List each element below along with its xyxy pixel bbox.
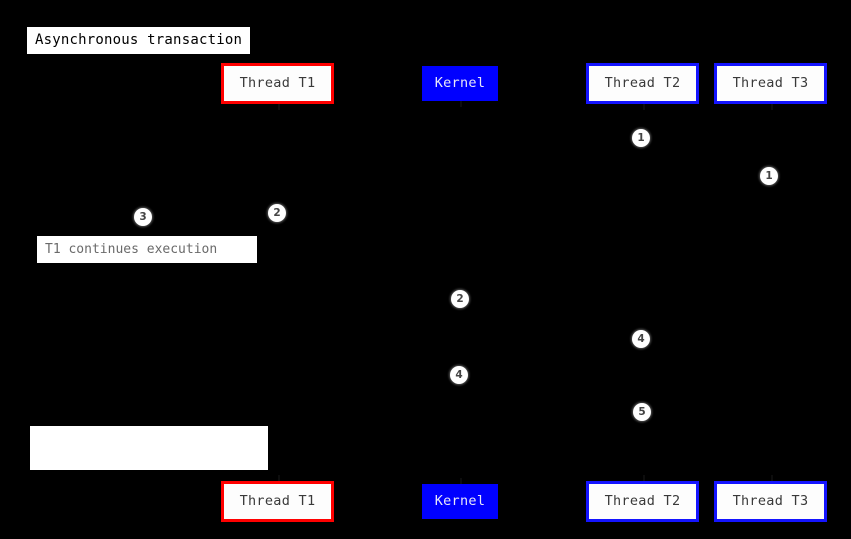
lifeline-stub — [460, 478, 462, 484]
step-badge-4: 4 — [450, 366, 468, 384]
note-box-label: T1 continues execution — [37, 236, 257, 263]
lifeline-footer-thread-t2[interactable]: Thread T2 — [586, 481, 699, 522]
lifeline-header-kernel[interactable]: Kernel — [422, 66, 498, 101]
lifeline-stub — [278, 104, 280, 110]
lifeline-stub — [771, 104, 773, 110]
step-badge-4: 4 — [632, 330, 650, 348]
lifeline-stub — [771, 475, 773, 481]
lifeline-footer-thread-t1[interactable]: Thread T1 — [221, 481, 334, 522]
lifeline-stub — [643, 104, 645, 110]
lifeline-stub — [460, 101, 462, 107]
lifeline-header-thread-t1[interactable]: Thread T1 — [221, 63, 334, 104]
lifeline-header-thread-t2[interactable]: Thread T2 — [586, 63, 699, 104]
note-box-blank — [30, 426, 268, 470]
lifeline-stub — [643, 475, 645, 481]
step-badge-5: 5 — [633, 403, 651, 421]
step-badge-3: 3 — [134, 208, 152, 226]
step-badge-1: 1 — [760, 167, 778, 185]
lifeline-header-thread-t3[interactable]: Thread T3 — [714, 63, 827, 104]
diagram-title: Asynchronous transaction — [27, 27, 251, 54]
step-badge-2: 2 — [268, 204, 286, 222]
lifeline-stub — [278, 475, 280, 481]
lifeline-footer-thread-t3[interactable]: Thread T3 — [714, 481, 827, 522]
step-badge-1: 1 — [632, 129, 650, 147]
lifeline-footer-kernel[interactable]: Kernel — [422, 484, 498, 519]
step-badge-2: 2 — [451, 290, 469, 308]
